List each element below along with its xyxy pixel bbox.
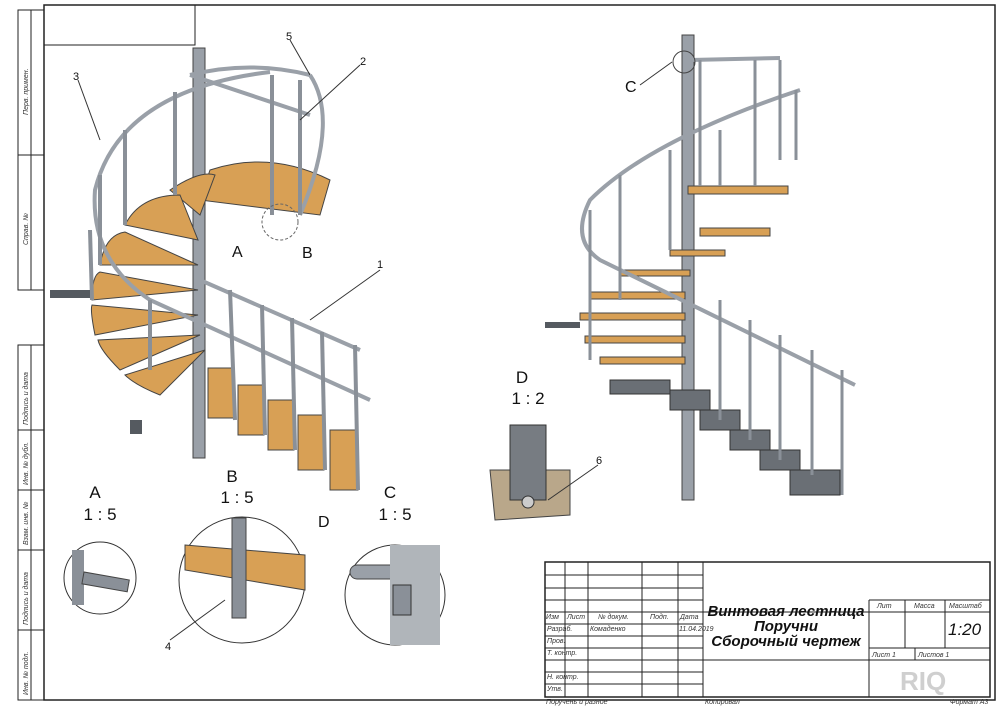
title-line-3: Сборочный чертеж: [711, 633, 861, 650]
callout-C: C: [625, 79, 637, 96]
stamp-label: Инв. № дубл.: [22, 442, 30, 485]
spiral-stair-isometric: [50, 47, 371, 491]
title-line-1: Винтовая лестница: [708, 603, 865, 620]
sheet-number: Лист 1: [871, 652, 896, 659]
callout-labels: 1 2 3 4 5 6 A B D C: [73, 31, 673, 653]
developer-date: 11.04.2019: [679, 626, 714, 633]
header-doc: № докум.: [598, 613, 629, 621]
title-line-2: Поручни: [754, 618, 818, 635]
callout-2: 2: [360, 56, 366, 68]
header-sign: Подп.: [650, 613, 669, 621]
copied-label: Копировал: [705, 699, 740, 706]
top-left-box: [43, 4, 196, 46]
detail-contents: [72, 424, 571, 645]
stamp-label: Справ. №: [23, 213, 30, 245]
side-stamp: [17, 9, 45, 701]
callout-5: 5: [286, 31, 292, 43]
scale-value: 1:20: [948, 620, 982, 639]
detail-A-scale: 1 : 5: [83, 505, 116, 524]
row-approved: Утв.: [546, 686, 563, 693]
row-developed: Разраб.: [547, 625, 572, 633]
detail-B-letter: B: [226, 467, 237, 486]
stamp-label: Взам. инв. №: [23, 501, 30, 545]
row-tech-control: Т. контр.: [547, 650, 577, 657]
watermark-logo: RIQ: [900, 666, 946, 696]
spiral-stair-elevation: [545, 34, 856, 501]
header-izm: Изм: [546, 614, 559, 621]
bottom-left-note: Поручень и разное: [546, 699, 608, 706]
developer-name: Комаденко: [590, 625, 626, 633]
stamp-label: Подпись и дата: [22, 572, 30, 625]
callout-6: 6: [596, 455, 602, 467]
stamp-label: Перв. примен.: [23, 68, 30, 115]
drawing-frame: [43, 4, 996, 701]
detail-C-letter: C: [384, 483, 396, 502]
scale-label: Масштаб: [949, 602, 983, 610]
sheet-count: Листов 1: [917, 652, 949, 659]
header-list: Лист: [566, 614, 585, 621]
format-label: Формат А3: [950, 699, 988, 706]
detail-A-letter: A: [89, 483, 101, 502]
side-stamp-labels: Перв. примен. Справ. № Подпись и дата Ин…: [22, 68, 30, 695]
stamp-label: Подпись и дата: [22, 372, 30, 425]
header-date: Дата: [679, 614, 699, 621]
callout-A: A: [232, 244, 243, 261]
callout-3: 3: [73, 71, 79, 83]
lit-label: Лит: [876, 603, 892, 610]
detail-D-scale: 1 : 2: [511, 389, 544, 408]
detail-D-letter: D: [516, 368, 528, 387]
row-norm-control: Н. контр.: [547, 674, 579, 681]
callout-D: D: [318, 514, 330, 531]
detail-labels: A 1 : 5 B 1 : 5 C 1 : 5 D 1 : 2: [83, 368, 544, 524]
callout-4: 4: [165, 641, 171, 653]
callout-B: B: [302, 245, 313, 262]
mass-label: Масса: [914, 603, 935, 610]
detail-C-scale: 1 : 5: [378, 505, 411, 524]
row-checked: Пров.: [547, 638, 566, 645]
title-block-text: Изм Лист № докум. Подп. Дата Разраб. Про…: [546, 602, 988, 706]
title-block: [544, 561, 991, 698]
detail-B-scale: 1 : 5: [220, 488, 253, 507]
stamp-label: Инв. № подл.: [22, 652, 30, 695]
callout-1: 1: [377, 259, 383, 271]
